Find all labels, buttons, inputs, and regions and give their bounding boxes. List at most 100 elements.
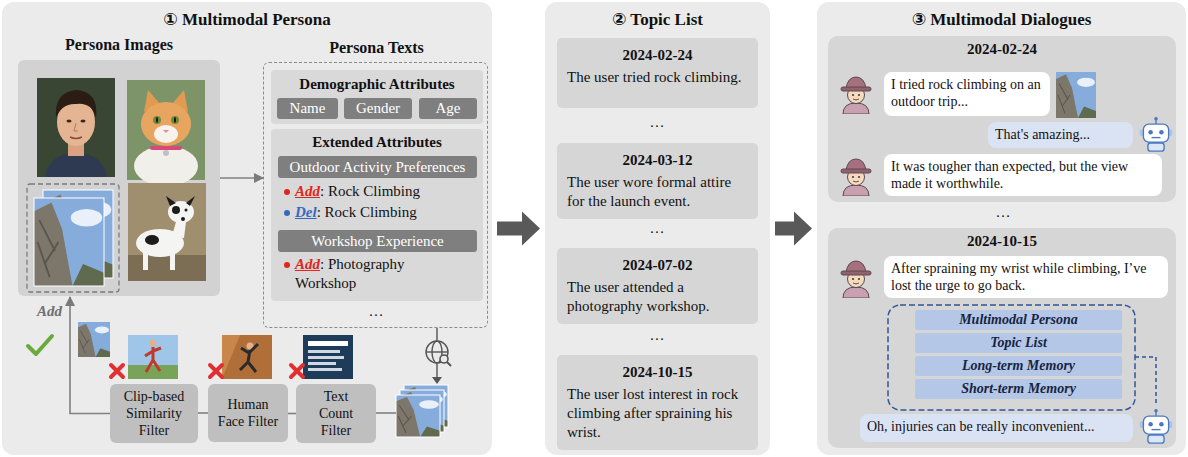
ellipsis: … [369, 303, 384, 319]
box-text: Gender [356, 100, 400, 117]
filter-box: Human Face Filter [208, 384, 288, 442]
box-text: Age [436, 100, 461, 117]
section-heading: Extended Attributes [312, 134, 442, 150]
text-holder: Persona Texts [264, 38, 489, 58]
box-text: Topic List [990, 335, 1047, 351]
attribute-value: : Rock Climbing [320, 183, 420, 199]
topic-text: The user attended a photography workshop… [567, 278, 748, 316]
ellipsis: … [650, 327, 665, 343]
attribute-tag: Workshop Experience [278, 230, 477, 252]
bullet-dot [284, 210, 290, 216]
change-tag: Del [295, 204, 317, 220]
section-heading: 2024-02-24 [967, 41, 1037, 57]
text-holder: … [637, 218, 677, 238]
text-holder: … [637, 112, 677, 132]
box-text: Text Count Filter [305, 388, 367, 439]
topic-date: 2024-03-12 [567, 151, 748, 170]
box-text: It was tougher than expected, but the vi… [891, 159, 1128, 191]
panel-title: ① Multimodal Persona [163, 10, 330, 29]
memory-band: Short-term Memory [915, 379, 1122, 399]
attribute-value: : Rock Climbing [317, 204, 417, 220]
change-tag: Add [295, 256, 320, 272]
section-heading: 2024-10-15 [967, 233, 1037, 249]
box-text: Name [290, 100, 326, 117]
change-tag: Add [295, 183, 320, 199]
attribute-group: Extended AttributesAdd: Rock ClimbingDel… [271, 129, 483, 301]
flow-arrow [497, 212, 540, 246]
text-holder: … [637, 325, 677, 345]
box-text: Clip-based Similarity Filter [119, 388, 189, 439]
text-holder: Extended Attributes [271, 133, 483, 152]
topic-card: 2024-03-12The user wore formal attire fo… [557, 143, 758, 219]
topic-text: The user tried rock climbing. [567, 68, 748, 87]
chat-bubble: Oh, injuries can be really inconvenient.… [860, 414, 1133, 442]
session-panel: 2024-10-15After spraining my wrist while… [828, 228, 1176, 448]
attribute-row: Add: Photography Workshop [281, 255, 461, 293]
text-holder: Demographic Attributes [271, 75, 483, 94]
text-holder: ② Topic List [545, 9, 770, 30]
text-holder: 2024-10-15 [828, 232, 1176, 251]
connector [288, 413, 296, 415]
attribute-tag: Outdoor Activity Preferences [278, 156, 477, 178]
panel-title: ③ Multimodal Dialogues [912, 10, 1092, 29]
memory-band: Topic List [915, 333, 1122, 353]
accepted-image [28, 322, 110, 357]
topic-card: 2024-07-02The user attended a photograph… [557, 248, 758, 324]
connector [220, 177, 263, 179]
text-holder: ① Multimodal Persona [2, 9, 492, 30]
ellipsis: … [650, 114, 665, 130]
selected-image-frame [27, 184, 119, 292]
chat-bubble: That's amazing... [988, 122, 1133, 148]
bullet-dot [284, 189, 290, 195]
chat-bubble: It was tougher than expected, but the vi… [884, 154, 1162, 196]
topic-text: The user lost interest in rock climbing … [567, 385, 748, 442]
text-holder: … [356, 301, 396, 321]
ellipsis: … [996, 204, 1011, 220]
attribute-group: Demographic AttributesName Gender Age [271, 70, 483, 124]
ellipsis: … [650, 220, 665, 236]
topic-text: The user wore formal attire for the laun… [567, 173, 748, 211]
bullet-dot [284, 262, 290, 268]
attribute-row: Add: Rock Climbing [281, 182, 461, 201]
box-text: Workshop Experience [311, 233, 444, 250]
candidate-images [128, 335, 353, 379]
titled-group: Persona Texts…Demographic AttributesName… [263, 62, 488, 328]
memory-band: Multimodal Persona [915, 310, 1122, 330]
topic-date: 2024-07-02 [567, 256, 748, 275]
text-holder: ③ Multimodal Dialogues [817, 9, 1186, 30]
connector [70, 297, 110, 414]
attribute-row: Del: Rock Climbing [281, 203, 461, 222]
section-heading: Demographic Attributes [299, 76, 454, 92]
box-text: That's amazing... [995, 127, 1090, 142]
retrieved-images [396, 385, 448, 437]
stage-panel: ② Topic List … … … 2024-02-24The user tried … [545, 2, 770, 455]
panel-title: ② Topic List [612, 10, 703, 29]
section-heading: Persona Images [65, 36, 173, 53]
topic-date: 2024-02-24 [567, 46, 748, 65]
attribute-tag: Age [419, 98, 477, 119]
chat-bubble: After spraining my wrist while climbing,… [884, 256, 1168, 298]
chat-bubble: I tried rock climbing on an outdoor trip… [884, 72, 1050, 116]
reject-marks [111, 365, 303, 377]
edge-label-holder: Add [35, 302, 64, 320]
box-text: Short-term Memory [961, 381, 1076, 397]
attribute-tag: Gender [344, 98, 412, 119]
topic-date: 2024-10-15 [567, 363, 748, 382]
flow-arrow [775, 212, 812, 246]
filter-box: Text Count Filter [296, 384, 376, 443]
box-text: Outdoor Activity Preferences [290, 159, 466, 176]
web-search-icon [376, 328, 451, 413]
stage-panel: ③ Multimodal Dialogues … 2024-02-24 I tried… [817, 2, 1186, 455]
portrait-photo [37, 78, 115, 177]
text-holder: 2024-02-24 [828, 40, 1176, 59]
cat-photo [127, 80, 205, 186]
dog-photo [128, 183, 206, 281]
box-text: Oh, injuries can be really inconvenient.… [867, 419, 1094, 434]
box-text: Human Face Filter [217, 396, 279, 430]
box-text: After spraining my wrist while climbing,… [891, 261, 1146, 293]
text-holder: Persona Images [18, 35, 220, 55]
box-text: Long-term Memory [962, 358, 1075, 374]
memory-band: Long-term Memory [915, 356, 1122, 376]
topic-card: 2024-02-24The user tried rock climbing. [557, 38, 758, 108]
dialogue-figures [841, 72, 1172, 443]
